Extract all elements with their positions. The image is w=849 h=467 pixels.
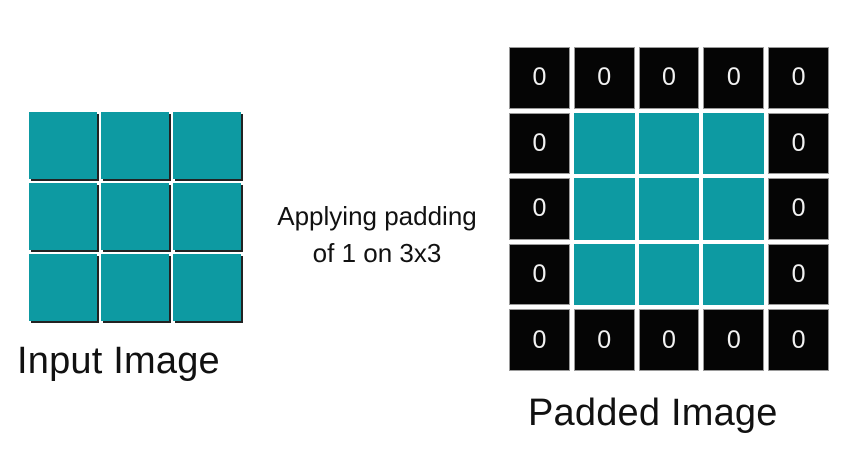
- padded-cell-image: [703, 112, 765, 175]
- input-cell: [173, 254, 241, 321]
- input-cell: [173, 183, 241, 250]
- padded-cell-zero: 0: [509, 112, 570, 175]
- padded-cell-zero: 0: [703, 309, 765, 371]
- padded-cell-zero: 0: [573, 309, 635, 371]
- padded-cell-image: [573, 178, 635, 240]
- padded-cell-zero: 0: [638, 309, 700, 371]
- padded-cell-zero: 0: [768, 243, 829, 306]
- padded-cell-image: [638, 112, 700, 175]
- input-cell: [101, 112, 169, 179]
- padded-cell-zero: 0: [638, 47, 700, 109]
- input-image-label: Input Image: [17, 340, 220, 382]
- padded-cell-zero: 0: [768, 309, 829, 371]
- padded-image-label: Padded Image: [528, 392, 778, 434]
- padded-cell-image: [703, 243, 765, 306]
- padded-cell-zero: 0: [509, 309, 570, 371]
- caption-line-1: Applying padding: [277, 201, 477, 231]
- input-cell: [101, 254, 169, 321]
- padded-cell-zero: 0: [768, 112, 829, 175]
- padded-cell-zero: 0: [768, 178, 829, 240]
- input-cell: [101, 183, 169, 250]
- padded-cell-zero: 0: [509, 243, 570, 306]
- padded-cell-image: [638, 178, 700, 240]
- input-image-grid: [29, 112, 241, 321]
- input-cell: [29, 254, 97, 321]
- input-cell: [29, 112, 97, 179]
- padded-cell-image: [573, 112, 635, 175]
- padded-cell-image: [573, 243, 635, 306]
- padded-cell-zero: 0: [768, 47, 829, 109]
- padded-cell-image: [703, 178, 765, 240]
- padded-cell-zero: 0: [509, 178, 570, 240]
- padded-cell-zero: 0: [509, 47, 570, 109]
- padded-cell-image: [638, 243, 700, 306]
- input-cell: [29, 183, 97, 250]
- input-cell: [173, 112, 241, 179]
- padded-cell-zero: 0: [573, 47, 635, 109]
- caption-line-2: of 1 on 3x3: [312, 238, 442, 268]
- padded-cell-zero: 0: [703, 47, 765, 109]
- caption-text: Applying padding of 1 on 3x3: [252, 198, 502, 272]
